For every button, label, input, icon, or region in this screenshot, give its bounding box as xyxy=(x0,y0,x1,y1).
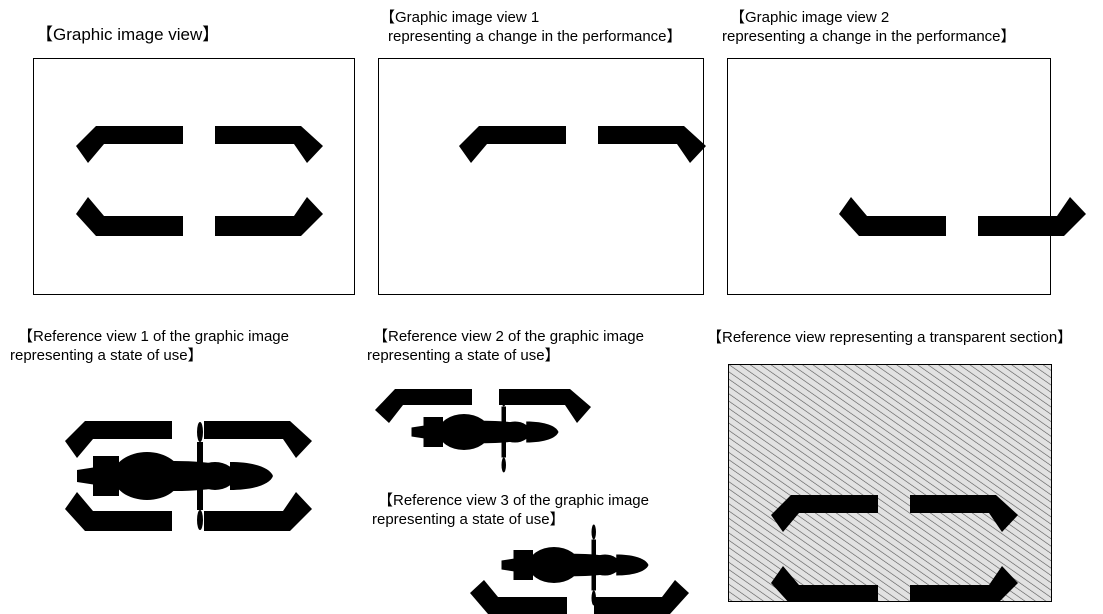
graphic-image-panel-1 xyxy=(378,58,706,295)
bracket-right xyxy=(499,389,591,423)
bracket-top-right xyxy=(215,126,323,163)
caption-line-1: 【Reference view 1 of the graphic image xyxy=(18,328,289,345)
caption-reference-view-3: 【Reference view 3 of the graphic image r… xyxy=(372,491,649,529)
bracket-bottom-right xyxy=(978,197,1086,236)
caption-graphic-image-view-2: 【Graphic image view 2 representing a cha… xyxy=(722,8,1016,46)
caption-line-2: representing a state of use】 xyxy=(10,347,203,364)
reference-view-3-drawing xyxy=(470,524,689,614)
bracket-bottom-left xyxy=(839,197,946,236)
scooter-illustration xyxy=(501,524,649,606)
bracket-marks-full xyxy=(76,126,323,236)
transparent-section-panel xyxy=(728,364,1052,602)
bracket-marks-bottom xyxy=(839,197,1086,236)
caption-line-2: representing a state of use】 xyxy=(367,347,560,364)
bracket-top-right xyxy=(598,126,706,163)
caption-reference-view-1: 【Reference view 1 of the graphic image r… xyxy=(10,327,289,365)
caption-line-2: representing a change in the performance… xyxy=(388,28,682,45)
caption-line-1: 【Reference view 3 of the graphic image xyxy=(378,492,649,509)
caption-line-1: 【Reference view 2 of the graphic image xyxy=(373,328,644,345)
bracket-top-right xyxy=(204,421,312,458)
graphic-image-panel xyxy=(33,58,355,295)
caption-line-1: 【Graphic image view 1 xyxy=(380,9,540,26)
caption-graphic-image-view: 【Graphic image view】 xyxy=(36,25,219,44)
graphic-image-panel-2 xyxy=(727,58,1086,295)
bracket-bottom-right xyxy=(204,492,312,531)
bracket-left xyxy=(375,389,472,423)
caption-line-1: 【Graphic image view 2 xyxy=(730,9,890,26)
bracket-bottom-left xyxy=(76,197,183,236)
bracket-top-left xyxy=(65,421,172,458)
bracket-top-left xyxy=(76,126,183,163)
caption-graphic-image-view-1: 【Graphic image view 1 representing a cha… xyxy=(380,8,682,46)
caption-text: 【Reference view representing a transpare… xyxy=(707,329,1073,346)
bracket-bottom-right xyxy=(215,197,323,236)
caption-text: 【Graphic image view】 xyxy=(36,25,220,44)
reference-view-1-drawing xyxy=(65,421,312,531)
caption-line-2: representing a state of use】 xyxy=(372,511,565,528)
caption-reference-transparent: 【Reference view representing a transpare… xyxy=(707,328,1072,347)
reference-view-2-drawing xyxy=(375,389,591,473)
bracket-marks-top xyxy=(459,126,706,163)
bracket-top-left xyxy=(459,126,566,163)
bracket-left xyxy=(470,580,567,614)
caption-reference-view-2: 【Reference view 2 of the graphic image r… xyxy=(367,327,644,365)
hatched-background xyxy=(729,365,1051,601)
bracket-right xyxy=(594,580,689,614)
caption-line-2: representing a change in the performance… xyxy=(722,28,1016,45)
